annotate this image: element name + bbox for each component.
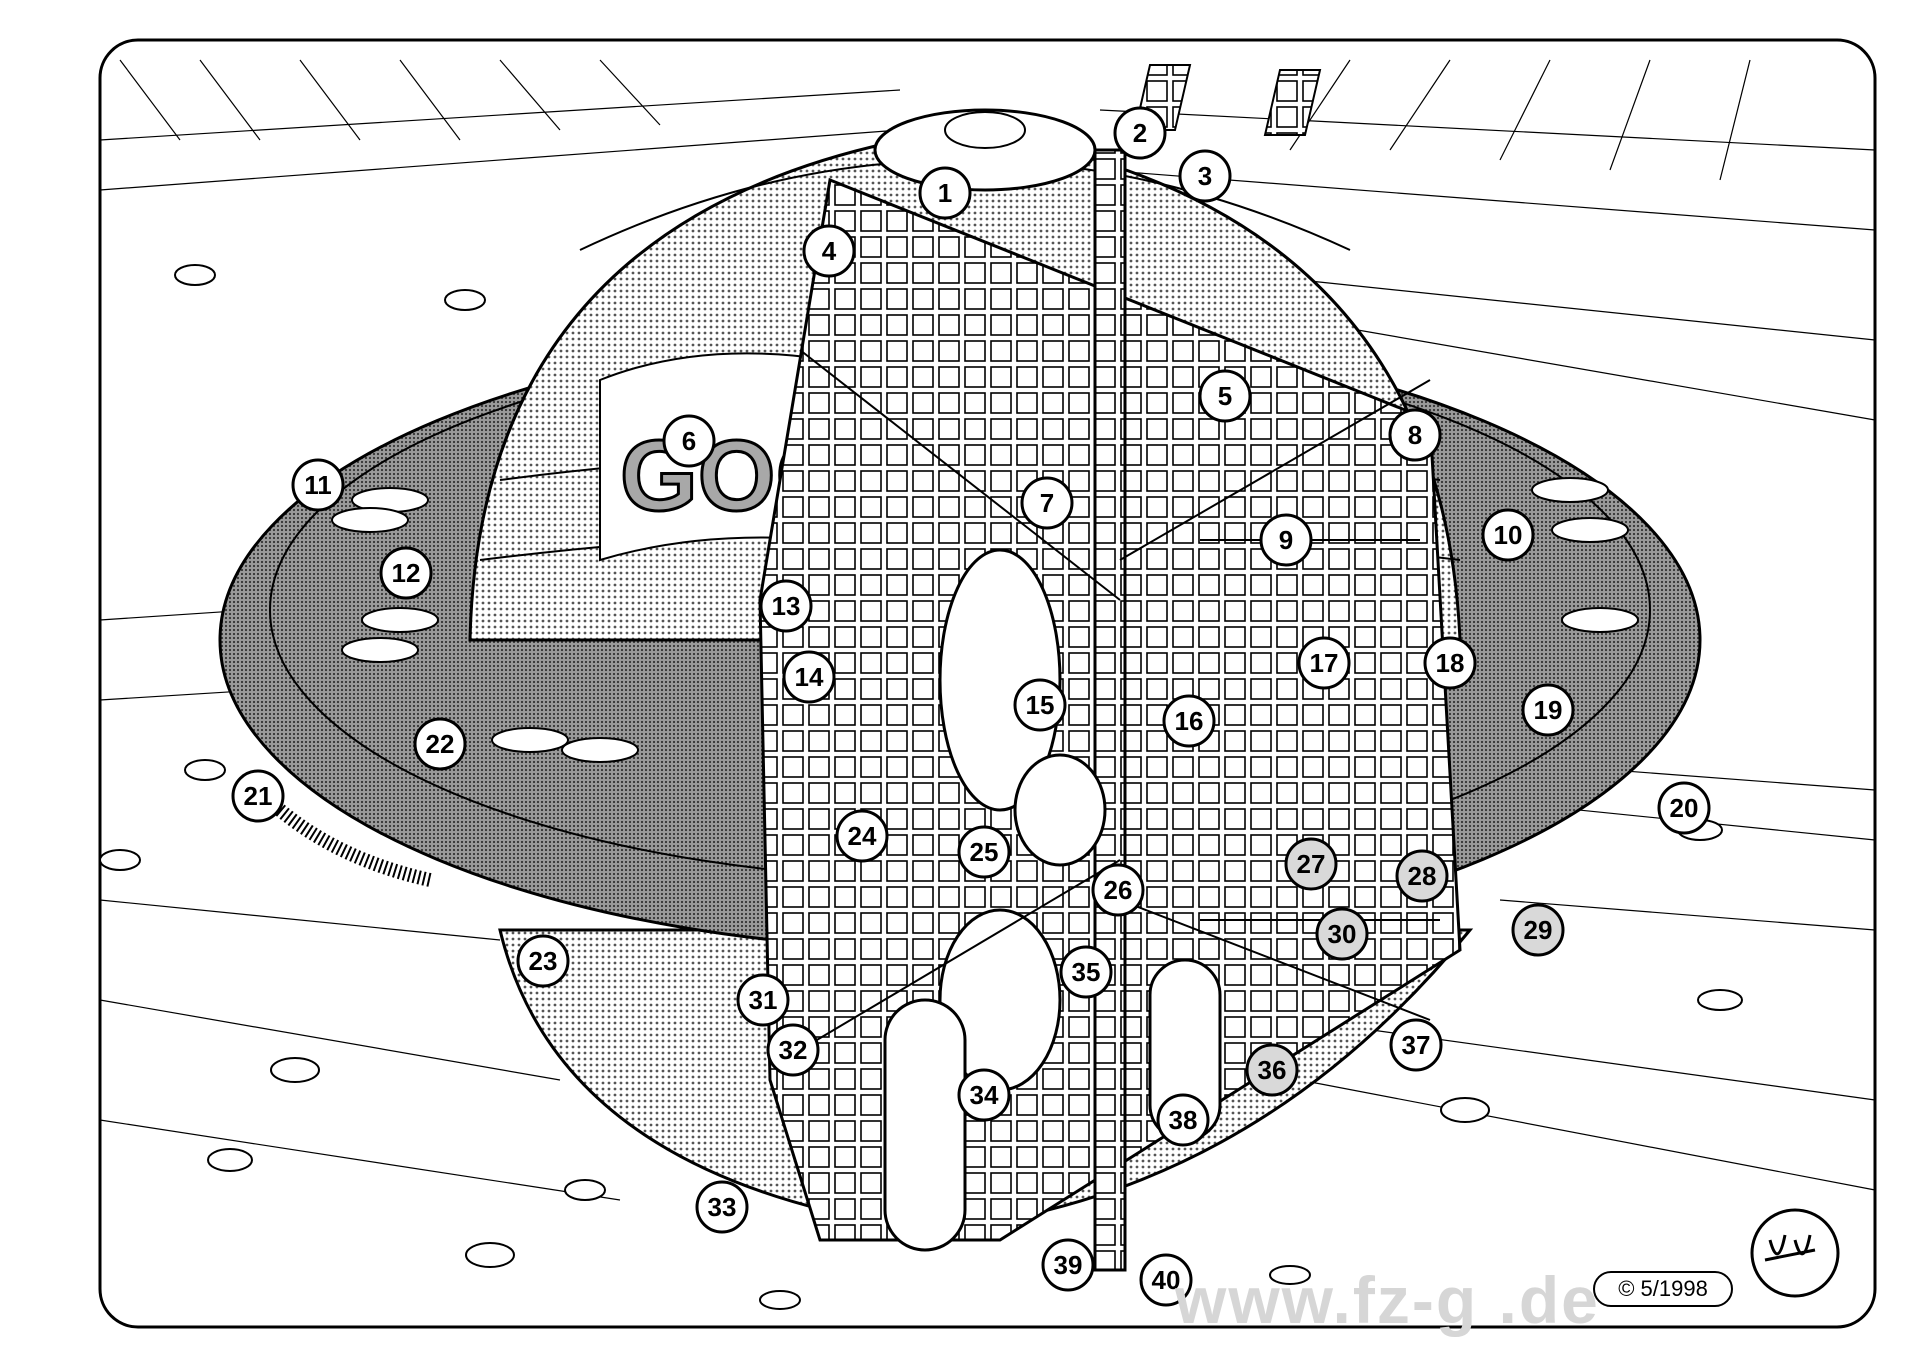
callout-number: 11 (304, 470, 332, 500)
callout-number: 36 (1258, 1055, 1287, 1085)
callout-38: 38 (1156, 1093, 1210, 1147)
callout-17: 17 (1297, 636, 1351, 690)
callout-15: 15 (1013, 678, 1067, 732)
callout-21: 21 (231, 769, 285, 823)
callout-number: 13 (772, 591, 801, 621)
callout-19: 19 (1521, 683, 1575, 737)
callout-1: 1 (918, 166, 972, 220)
callout-number: 17 (1310, 648, 1339, 678)
callout-number: 7 (1040, 488, 1054, 518)
callout-number: 27 (1297, 849, 1326, 879)
callout-number: 33 (708, 1192, 737, 1222)
callout-number: 30 (1328, 919, 1357, 949)
callout-34: 34 (957, 1068, 1011, 1122)
callout-36: 36 (1245, 1043, 1299, 1097)
callout-23: 23 (516, 934, 570, 988)
callout-30: 30 (1315, 907, 1369, 961)
callout-number: 34 (970, 1080, 999, 1110)
callout-3: 3 (1178, 149, 1232, 203)
callout-number: 25 (970, 837, 999, 867)
callout-24: 24 (835, 809, 889, 863)
callout-number: 6 (682, 426, 696, 456)
callout-40: 40 (1139, 1253, 1193, 1307)
callout-22: 22 (413, 717, 467, 771)
callout-28: 28 (1395, 849, 1449, 903)
callout-number: 18 (1436, 648, 1465, 678)
callout-11: 11 (291, 458, 345, 512)
callout-9: 9 (1259, 513, 1313, 567)
callout-10: 10 (1481, 508, 1535, 562)
central-shaft (1093, 148, 1127, 1272)
callout-number: 23 (529, 946, 558, 976)
callout-25: 25 (957, 825, 1011, 879)
callout-29: 29 (1511, 903, 1565, 957)
callout-2: 2 (1113, 106, 1167, 160)
callout-number: 3 (1198, 161, 1212, 191)
callout-18: 18 (1423, 636, 1477, 690)
ground-bollards (99, 264, 1743, 1310)
callout-number: 22 (426, 729, 455, 759)
callout-number: 24 (848, 821, 877, 851)
callout-number: 10 (1494, 520, 1523, 550)
callout-37: 37 (1389, 1018, 1443, 1072)
callout-number: 26 (1104, 875, 1133, 905)
callout-33: 33 (695, 1180, 749, 1234)
callout-7: 7 (1020, 476, 1074, 530)
callout-16: 16 (1162, 694, 1216, 748)
callout-20: 20 (1657, 781, 1711, 835)
callout-12: 12 (379, 546, 433, 600)
callout-number: 39 (1054, 1250, 1083, 1280)
callout-number: 2 (1133, 118, 1147, 148)
callout-number: 31 (749, 985, 778, 1015)
callout-39: 39 (1041, 1238, 1095, 1292)
callout-number: 12 (392, 558, 421, 588)
callout-26: 26 (1091, 863, 1145, 917)
callout-4: 4 (802, 224, 856, 278)
callout-number: 5 (1218, 381, 1232, 411)
copyright-label: © 5/1998 (1593, 1271, 1733, 1307)
callout-number: 40 (1152, 1265, 1181, 1295)
callout-number: 21 (244, 781, 273, 811)
callout-number: 4 (822, 236, 837, 266)
callout-number: 35 (1072, 957, 1101, 987)
callout-number: 16 (1175, 706, 1204, 736)
callout-number: 29 (1524, 915, 1553, 945)
callout-13: 13 (759, 579, 813, 633)
callout-number: 37 (1402, 1030, 1431, 1060)
watermark-text: www.fz-g .de (1175, 1263, 1600, 1337)
callout-number: 20 (1670, 793, 1699, 823)
callout-number: 38 (1169, 1105, 1198, 1135)
callout-31: 31 (736, 973, 790, 1027)
fuel-tanks (883, 548, 1222, 1252)
signature-mark (1750, 1208, 1840, 1298)
callout-6: 6 (662, 414, 716, 468)
callout-number: 9 (1279, 525, 1293, 555)
callout-number: 19 (1534, 695, 1563, 725)
callout-number: 1 (938, 178, 952, 208)
callout-number: 28 (1408, 861, 1437, 891)
callout-number: 15 (1026, 690, 1055, 720)
callout-number: 14 (795, 662, 824, 692)
ring-pods (331, 477, 1639, 763)
callout-number: 8 (1408, 420, 1422, 450)
vent-strip (275, 804, 432, 887)
callout-8: 8 (1388, 408, 1442, 462)
callout-27: 27 (1284, 837, 1338, 891)
callout-35: 35 (1059, 945, 1113, 999)
callout-5: 5 (1198, 369, 1252, 423)
callout-number: 32 (779, 1035, 808, 1065)
callout-14: 14 (782, 650, 836, 704)
callout-32: 32 (766, 1023, 820, 1077)
